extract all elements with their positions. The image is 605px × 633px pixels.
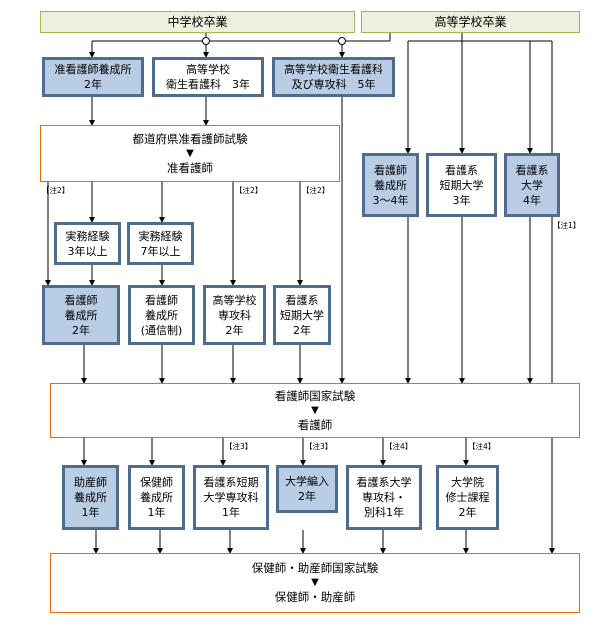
crossing-hop [338, 37, 346, 45]
note-label: 【注2】 [42, 186, 70, 195]
box-line: 修士課程 [445, 491, 490, 504]
experience-3yr-box: 実務経験 3年以上 [54, 222, 121, 265]
box-line: 大学院 [451, 476, 484, 489]
box-line: 7年以上 [140, 244, 181, 258]
phn-school-box: 保健師 養成所 1年 [128, 465, 185, 530]
box-line: 2年 [72, 323, 90, 337]
box-line: 2年 [458, 506, 477, 519]
box-line: 衛生看護科 3年 [166, 78, 250, 91]
box-line: 2年 [84, 78, 102, 91]
box-line: 助産師 [74, 476, 107, 489]
box-line: 3～4年 [372, 193, 409, 207]
university-transfer-box: 大学編入 2年 [276, 465, 338, 513]
exam-result: 保健師・助産師 [274, 590, 356, 604]
box-line: 1年 [81, 506, 100, 519]
prefectural-exam-box: 都道府県准看護師試験 ▼ 准看護師 [40, 125, 340, 182]
nursing-university-box: 看護系 大学 4年 [504, 153, 560, 217]
down-triangle-icon: ▼ [311, 404, 319, 416]
middle-school-graduation-box: 中学校卒業 [40, 11, 355, 33]
nurse-school-correspondence-box: 看護師 養成所 (通信制) [128, 285, 195, 345]
box-line: 保健師 [140, 476, 173, 489]
box-line: 看護師 [64, 293, 98, 307]
note-label: 【注3】 [225, 442, 253, 451]
nurse-school-2yr-box: 看護師 養成所 2年 [42, 285, 120, 345]
box-line: 短期大学 [280, 308, 324, 322]
note-label: 【注3】 [305, 442, 333, 451]
hs-nursing-course-box: 高等学校 衛生看護科 3年 [152, 57, 264, 97]
box-line: 2年 [298, 490, 316, 503]
box-line: 2年 [293, 323, 311, 337]
box-line: 看護系 [285, 293, 319, 307]
box-line: 専攻科 [218, 308, 251, 322]
down-triangle-icon: ▼ [311, 577, 319, 588]
graduate-school-box: 大学院 修士課程 2年 [436, 465, 499, 530]
box-line: 大学編入 [285, 475, 329, 488]
box-line: 養成所 [74, 491, 107, 504]
box-line: 大学 [521, 178, 543, 192]
note-label: 【注4】 [468, 442, 496, 451]
box-line: 専攻科・ [362, 491, 406, 504]
box-line: 看護系 [515, 163, 549, 177]
box-line: 高等学校衛生看護科 [284, 63, 383, 76]
box-line: 養成所 [374, 178, 407, 192]
box-line: 2年 [225, 323, 244, 337]
box-line: 高等学校 [186, 63, 230, 76]
box-line: 看護師 [145, 293, 178, 307]
junior-college-2yr-box: 看護系 短期大学 2年 [273, 285, 331, 345]
jc-special-course-box: 看護系短期 大学専攻科 1年 [193, 465, 269, 530]
exam-result: 看護師 [297, 417, 333, 432]
phn-midwife-exam-box: 保健師・助産師国家試験 ▼ 保健師・助産師 [50, 553, 580, 613]
crossing-hop [202, 37, 210, 45]
high-school-graduation-box: 高等学校卒業 [361, 11, 580, 33]
midwife-school-box: 助産師 養成所 1年 [62, 465, 119, 530]
university-special-course-box: 看護系大学 専攻科・ 別科1年 [346, 465, 422, 530]
box-line: 准看護師養成所 [54, 63, 132, 76]
note-label: 【注2】 [302, 186, 330, 195]
box-line: 看護系短期 [203, 476, 259, 489]
exam-title: 保健師・助産師国家試験 [251, 561, 379, 575]
box-line: 1年 [147, 506, 166, 519]
box-line: 養成所 [140, 491, 173, 504]
box-line: 大学専攻科 [203, 491, 259, 504]
box-line: 及び専攻科 5年 [291, 78, 376, 91]
exam-title: 看護師国家試験 [274, 388, 356, 403]
box-line: 3年以上 [67, 244, 108, 258]
box-line: 養成所 [64, 308, 98, 322]
note-label: 【注2】 [235, 186, 263, 195]
note-label: 【注4】 [385, 442, 413, 451]
box-line: 4年 [523, 193, 541, 207]
experience-7yr-box: 実務経験 7年以上 [127, 222, 194, 265]
exam-result: 准看護師 [167, 160, 213, 175]
junior-college-3yr-box: 看護系 短期大学 3年 [426, 153, 497, 217]
box-line: (通信制) [140, 323, 183, 337]
box-line: 高等学校 [212, 293, 257, 307]
note-label: 【注1】 [553, 221, 581, 230]
box-line: 看護系大学 [356, 476, 412, 489]
high-school-label: 高等学校卒業 [434, 14, 507, 29]
national-nurse-exam-box: 看護師国家試験 ▼ 看護師 [50, 383, 580, 438]
box-line: 実務経験 [138, 229, 183, 243]
box-line: 3年 [452, 193, 471, 207]
hs-advanced-course-box: 高等学校 専攻科 2年 [203, 285, 266, 345]
box-line: 実務経験 [65, 229, 110, 243]
box-line: 看護師 [374, 163, 407, 177]
down-triangle-icon: ▼ [186, 147, 194, 159]
assoc-nurse-school-box: 准看護師養成所 2年 [42, 57, 144, 97]
box-line: 看護系 [445, 163, 478, 177]
box-line: 養成所 [145, 308, 178, 322]
box-line: 別科1年 [364, 506, 404, 519]
box-line: 1年 [222, 506, 240, 519]
box-line: 短期大学 [439, 178, 484, 192]
hs-nursing-extended-box: 高等学校衛生看護科 及び専攻科 5年 [272, 57, 395, 97]
nurse-school-3-4yr-box: 看護師 養成所 3～4年 [362, 153, 419, 217]
exam-title: 都道府県准看護師試験 [132, 131, 248, 146]
middle-school-label: 中学校卒業 [167, 14, 228, 29]
